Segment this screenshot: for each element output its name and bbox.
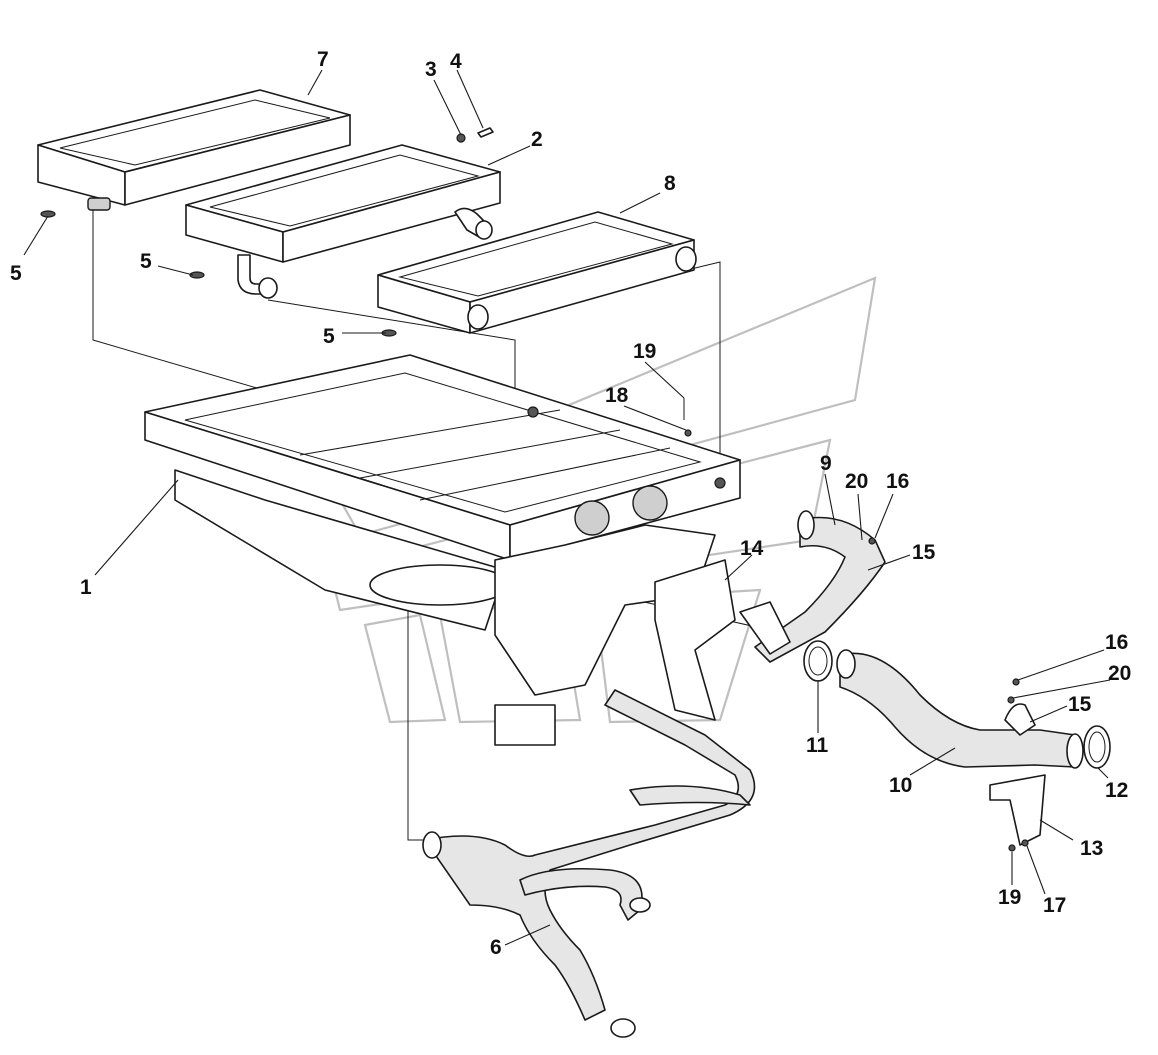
callout-4: 4	[450, 50, 462, 73]
frame-assembly-1	[144, 354, 741, 746]
callout-16-lower: 16	[1105, 631, 1128, 654]
leader-lines	[23, 69, 1111, 946]
bracket-13	[989, 774, 1046, 846]
callout-14: 14	[740, 537, 764, 560]
callout-12: 12	[1105, 779, 1128, 802]
callout-19-upper: 19	[633, 340, 656, 363]
bracket-14	[654, 559, 736, 721]
radiator-core-7	[37, 89, 351, 211]
radiator-core-8	[377, 211, 697, 334]
callout-1: 1	[80, 576, 92, 599]
callout-10: 10	[889, 774, 912, 797]
callout-16-upper: 16	[886, 470, 909, 493]
callout-3: 3	[425, 58, 437, 81]
callout-5-left: 5	[10, 262, 22, 285]
callout-5-middle: 5	[140, 250, 152, 273]
charge-air-tube-9	[739, 510, 886, 663]
callout-6: 6	[490, 936, 502, 959]
callout-labels: 1 2 3 4 5 5 5 6 7 8 9 10 11 12 13 14 15 …	[10, 48, 1131, 959]
callout-5-lower: 5	[323, 325, 335, 348]
callout-2: 2	[531, 128, 543, 151]
callout-18: 18	[605, 384, 629, 407]
callout-11: 11	[806, 734, 829, 757]
callout-20-lower: 20	[1108, 662, 1131, 685]
callout-9: 9	[820, 452, 832, 475]
callout-19-lower: 19	[998, 886, 1021, 909]
callout-17: 17	[1043, 894, 1066, 917]
radiator-core-2	[185, 144, 501, 299]
hose-clamp-11	[803, 640, 833, 682]
hose-clamp-12	[1083, 725, 1111, 769]
callout-15-upper: 15	[912, 541, 936, 564]
callout-13: 13	[1080, 837, 1103, 860]
callout-7: 7	[317, 48, 329, 71]
fasteners	[40, 127, 494, 337]
callout-15-lower: 15	[1068, 693, 1092, 716]
callout-8: 8	[664, 172, 676, 195]
charge-air-tube-10	[836, 649, 1084, 769]
coolant-pipe-assembly-6	[422, 689, 756, 1038]
small-hardware	[683, 398, 1029, 852]
callout-20-upper: 20	[845, 470, 868, 493]
